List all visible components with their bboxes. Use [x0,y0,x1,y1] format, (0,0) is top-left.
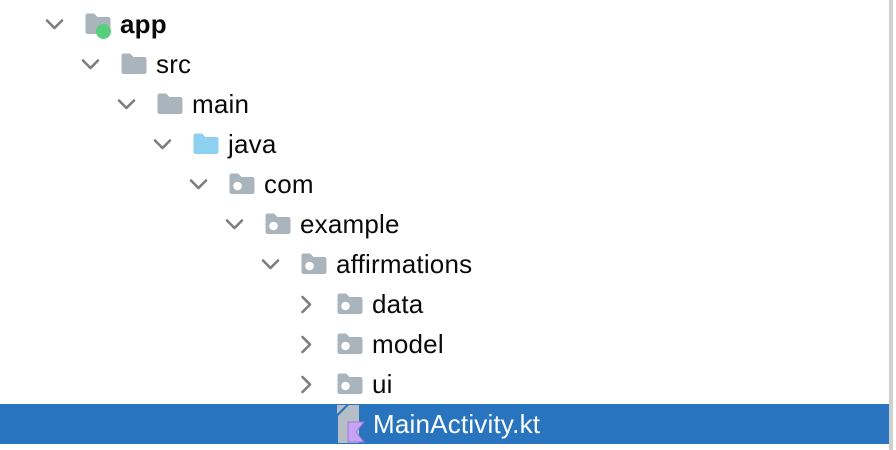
tree-item-label: java [228,129,277,159]
tree-item-label: MainActivity.kt [373,409,541,439]
tree-row-affirmations[interactable]: affirmations [0,244,889,284]
package-icon [336,371,364,397]
chevron-down-icon[interactable] [188,172,208,196]
tree-item-label: src [156,49,192,79]
tree-item-label: app [120,9,167,39]
tree-item-label: model [372,329,444,359]
folder-icon [156,91,184,117]
tree-item-label: example [300,209,400,239]
android-module-folder-icon [84,11,112,39]
tree-row-mainactivity-kt[interactable]: MainActivity.kt [0,404,889,444]
chevron-spacer [296,412,316,436]
package-icon [336,331,364,357]
tree-row-data[interactable]: data [0,284,889,324]
tree-row-main[interactable]: main [0,84,889,124]
module-badge-green-dot [96,24,111,39]
tree-row-example[interactable]: example [0,204,889,244]
tree-row-ui[interactable]: ui [0,364,889,404]
chevron-right-icon[interactable] [296,332,316,356]
chevron-down-icon[interactable] [80,52,100,76]
chevron-down-icon[interactable] [260,252,280,276]
tree-row-com[interactable]: com [0,164,889,204]
chevron-right-icon[interactable] [296,372,316,396]
panel-right-border [889,0,893,450]
tree-item-label: main [192,89,250,119]
chevron-down-icon[interactable] [116,92,136,116]
tree-row-java[interactable]: java [0,124,889,164]
chevron-right-icon[interactable] [296,292,316,316]
tree-item-label: affirmations [336,249,473,279]
package-icon [228,171,256,197]
tree-row-model[interactable]: model [0,324,889,364]
chevron-down-icon[interactable] [152,132,172,156]
tree-row-app[interactable]: app [0,4,889,44]
package-icon [336,291,364,317]
chevron-down-icon[interactable] [224,212,244,236]
source-root-folder-icon [192,131,220,157]
package-icon [264,211,292,237]
tree-item-label: com [264,169,314,199]
folder-icon [120,51,148,77]
tree-item-label: ui [372,369,393,399]
tree-item-label: data [372,289,424,319]
package-icon [300,251,328,277]
chevron-down-icon[interactable] [44,12,64,36]
kotlin-file-icon [335,404,366,444]
tree-row-src[interactable]: src [0,44,889,84]
